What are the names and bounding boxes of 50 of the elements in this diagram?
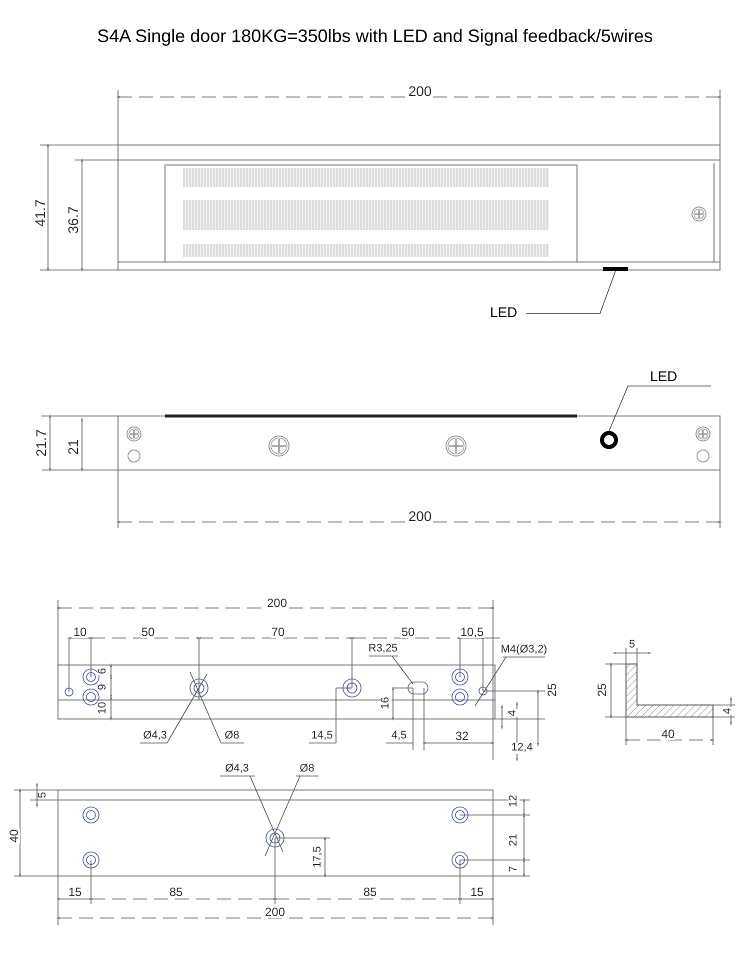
dimension-label: 21.7 (34, 428, 48, 458)
dimension-label: 4 (722, 706, 734, 716)
dimension-label: 50 (400, 626, 416, 638)
dimension-label: 32 (454, 730, 470, 742)
dimension-label: 36.7 (66, 205, 80, 235)
dimension-label: 200 (266, 597, 288, 609)
dimension-label: 40 (8, 828, 20, 844)
dimension-label: 6 (98, 666, 108, 676)
leader-line (608, 386, 712, 432)
dimension-label: 41.7 (33, 198, 47, 228)
dimension-label: 21 (66, 438, 80, 456)
dimension-label: 10,5 (459, 626, 485, 638)
dimension-label: 12 (508, 794, 520, 808)
dimension-label: 7 (508, 864, 520, 874)
led-label: LED (490, 303, 526, 322)
dimension-label: Ø8 (298, 764, 316, 774)
dimension-label: 15 (67, 886, 83, 898)
dimension-label: Ø4,3 (142, 730, 168, 742)
dimension-label: 9 (98, 682, 108, 692)
dimension-label: Ø4,3 (224, 764, 250, 774)
led-label: LED (650, 367, 711, 386)
dimension-label: 10 (98, 700, 108, 716)
dimension-label: 200 (407, 84, 433, 98)
dimension-label: 12,4 (510, 742, 534, 754)
dimension-label: 5 (628, 640, 636, 650)
led-strip (603, 267, 628, 271)
dimension-label: 70 (270, 626, 286, 638)
dimension-label: 200 (407, 509, 433, 523)
dimension-label: 14,5 (310, 730, 334, 742)
dimension-label: 200 (264, 906, 286, 918)
dimension-label: 5 (38, 790, 48, 800)
dimension-label: 85 (362, 886, 378, 898)
dimension-label: 17,5 (312, 845, 324, 869)
dimension-label: 15 (469, 886, 485, 898)
dimension-label: 25 (546, 682, 558, 698)
dimension-label: 4,5 (390, 730, 408, 742)
dimension-label: M4(Ø3,2) (500, 644, 548, 656)
dimension-label: 4 (508, 708, 518, 718)
dimension-label: 50 (140, 626, 156, 638)
led-ring (600, 431, 618, 449)
leader-line (526, 270, 616, 314)
dimension-label: 21 (508, 832, 520, 848)
dimension-label: 85 (168, 886, 184, 898)
dimension-label: 40 (660, 728, 676, 740)
title: S4A Single door 180KG=350lbs with LED and Signal feedback/5wires (96, 25, 654, 48)
dimension-label: 25 (596, 682, 608, 698)
dimension-label: 10 (72, 626, 88, 638)
dimension-label: 16 (380, 696, 392, 710)
dimension-label: Ø8 (224, 730, 240, 742)
dimension-label: R3,25 (367, 644, 399, 654)
